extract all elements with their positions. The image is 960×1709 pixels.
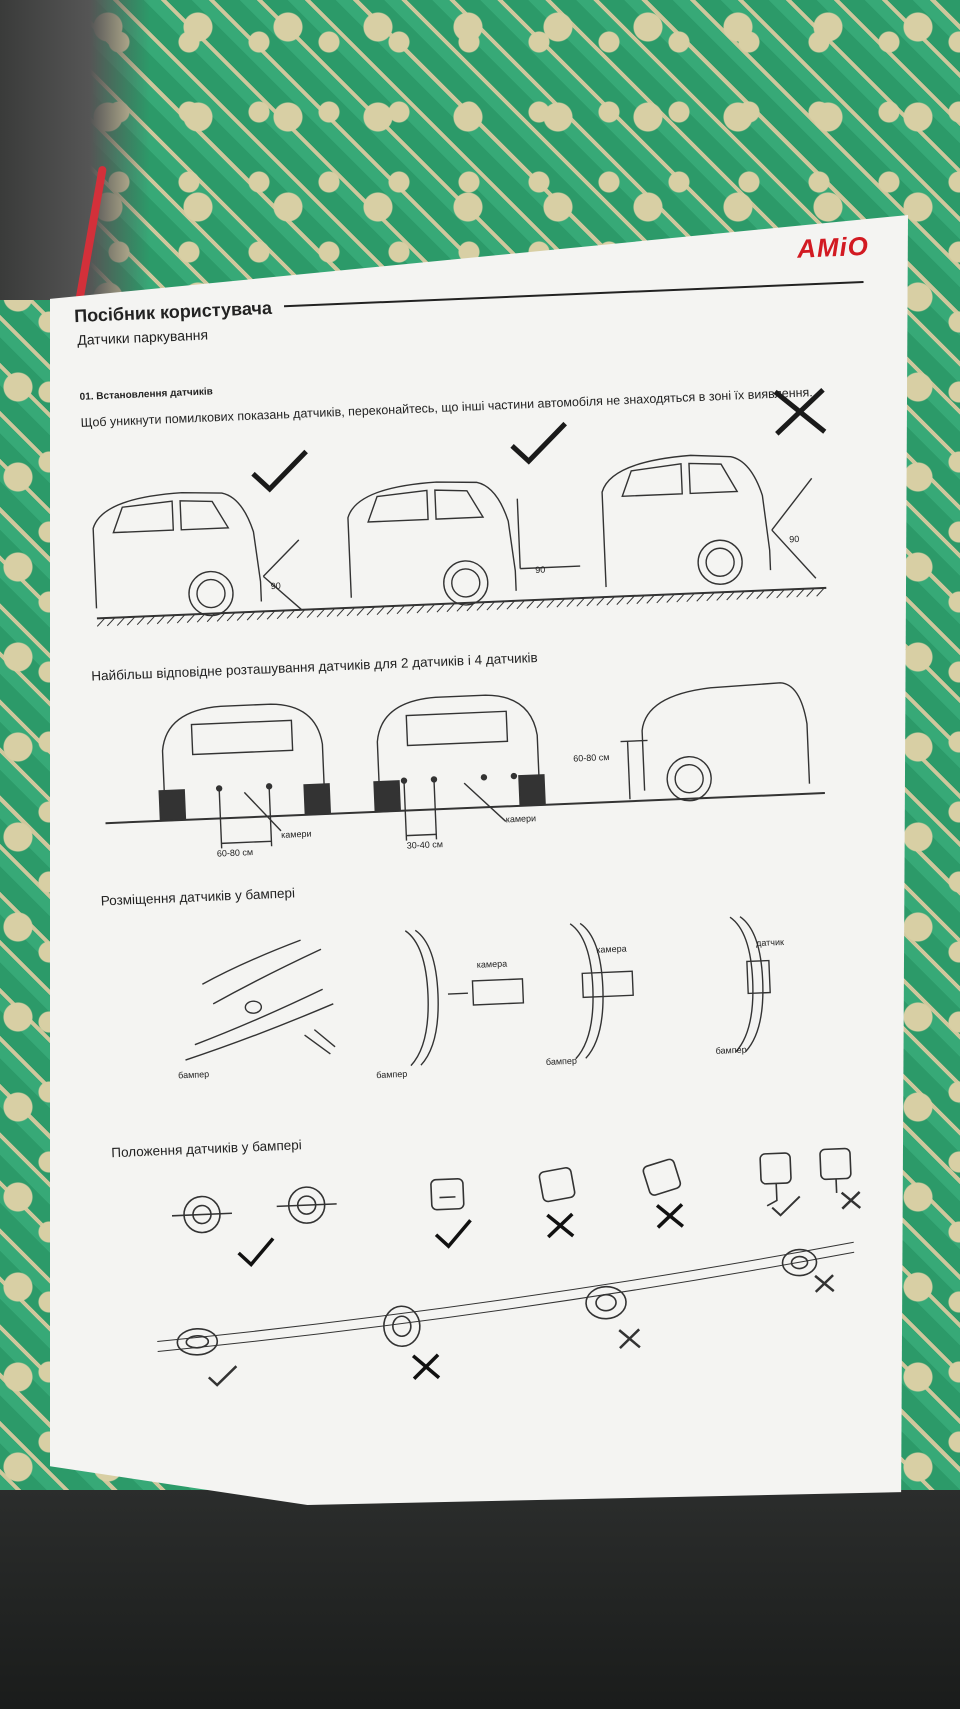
cross-icon	[842, 1192, 861, 1209]
check-icon	[509, 422, 569, 464]
car-rear-4-sensors	[371, 693, 547, 842]
background-object	[0, 0, 150, 300]
table-edge	[0, 1490, 960, 1709]
car-side-height	[618, 682, 810, 804]
sensor-wired-2	[820, 1148, 852, 1193]
angle-label-2: 90	[535, 564, 546, 575]
sensor-label: датчик	[755, 936, 785, 949]
sensor-wired-1	[760, 1153, 792, 1206]
bumper-position-heading: Положення датчиків у бампері	[111, 1137, 303, 1161]
bumper-drill-diagram	[181, 939, 336, 1060]
bumper-mount-heading: Розміщення датчиків у бампері	[100, 885, 296, 909]
car-side-1	[92, 488, 302, 620]
sensor-curve-wrong-1	[383, 1306, 421, 1347]
check-icon	[238, 1239, 274, 1265]
spacing-label-2: 60-80 см	[216, 847, 254, 859]
sensor-curve-correct	[177, 1328, 218, 1356]
bumper-label-4: бампер	[715, 1044, 747, 1056]
bumper-label-2: бампер	[376, 1068, 408, 1081]
height-label: 60-80 см	[573, 752, 610, 764]
bumper-mount-illustration	[160, 898, 846, 1086]
installation-heading: 01. Встановлення датчиків	[79, 386, 214, 403]
sensor-round-correct-2	[276, 1186, 337, 1224]
cross-icon	[657, 1204, 683, 1227]
bumper-label-3: бампер	[545, 1055, 578, 1067]
car-rear-2-sensors	[156, 702, 332, 851]
brand-logo: AMiO	[796, 230, 870, 264]
camera-part-label-2: камера	[596, 943, 627, 955]
header-divider	[283, 280, 864, 308]
instruction-sheet	[50, 215, 908, 1505]
check-icon	[208, 1366, 237, 1385]
placement-illustration	[100, 661, 866, 853]
cross-icon	[547, 1214, 573, 1237]
cross-icon	[773, 388, 827, 436]
sensor-square-2	[538, 1167, 575, 1203]
cross-icon	[619, 1329, 640, 1348]
angle-label-1: 90	[270, 580, 281, 592]
camera-part-label-1: камера	[476, 958, 508, 970]
installation-illustration	[90, 426, 876, 629]
page-title: Посібник користувача	[73, 297, 273, 327]
sensor-curve-wrong-3	[782, 1249, 817, 1276]
check-icon	[250, 449, 310, 491]
car-side-2	[347, 476, 582, 610]
page-subtitle: Датчики паркування	[76, 326, 209, 348]
cross-icon	[815, 1275, 834, 1292]
bumper-label-1: бампер	[177, 1069, 210, 1081]
sheet-content: AMiO Посібник користувача Датчики паркув…	[50, 179, 960, 1504]
bumper-profile-1	[405, 926, 526, 1066]
bumper-profile-2	[570, 921, 636, 1058]
check-icon	[435, 1220, 471, 1246]
spacing-label-4: 30-40 см	[406, 839, 444, 851]
sensor-square-3	[642, 1158, 682, 1197]
cross-icon	[413, 1355, 439, 1379]
car-side-3	[601, 450, 816, 589]
sensor-round-correct-1	[171, 1195, 232, 1233]
check-icon	[772, 1196, 801, 1215]
camera-label-1: камери	[280, 828, 312, 840]
sensor-square-1	[431, 1179, 464, 1210]
bumper-position-illustration	[150, 1141, 900, 1422]
angle-label-3: 90	[789, 533, 800, 545]
sensor-curve-wrong-2	[585, 1286, 626, 1320]
bumper-profile-3	[730, 916, 773, 1052]
camera-label-2: камери	[505, 813, 537, 825]
